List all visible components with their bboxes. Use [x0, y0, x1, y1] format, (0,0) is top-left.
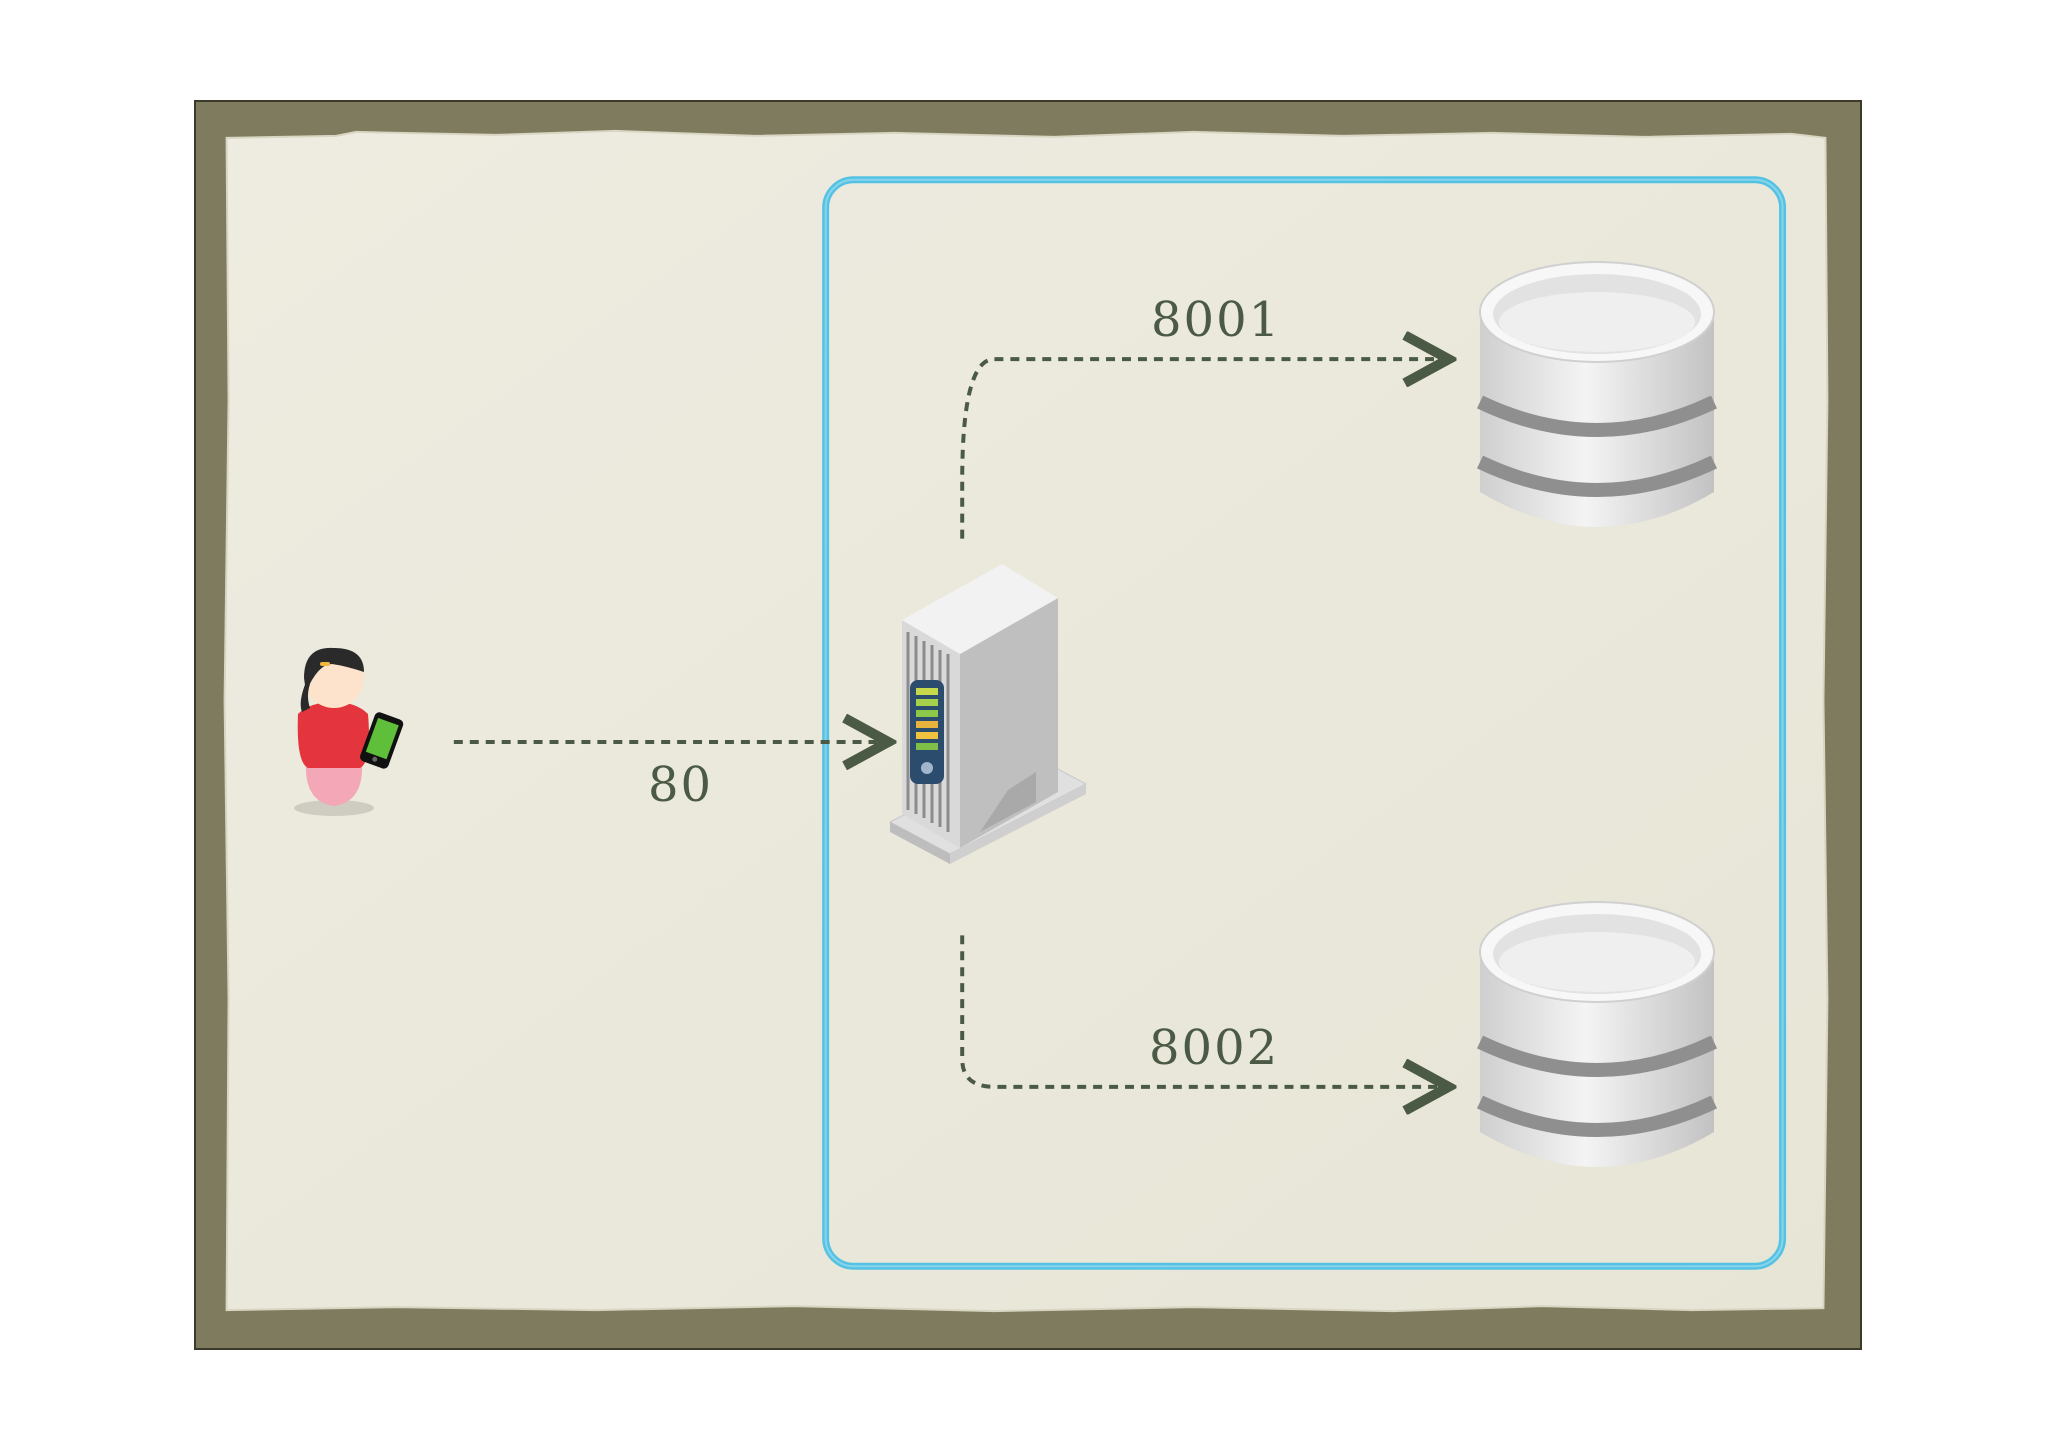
database-icon [1472, 892, 1722, 1192]
edge-label-8001: 8001 [1151, 292, 1282, 348]
edge-label-80: 80 [648, 757, 714, 813]
edge-router-db2 [960, 935, 1444, 1087]
edge-router-db1 [960, 359, 1444, 539]
server-icon [886, 562, 1096, 882]
edge-label-8002: 8002 [1149, 1020, 1280, 1076]
slide-frame: 80 8001 8002 [194, 100, 1862, 1350]
user-icon [276, 642, 406, 822]
database-icon [1472, 252, 1722, 552]
